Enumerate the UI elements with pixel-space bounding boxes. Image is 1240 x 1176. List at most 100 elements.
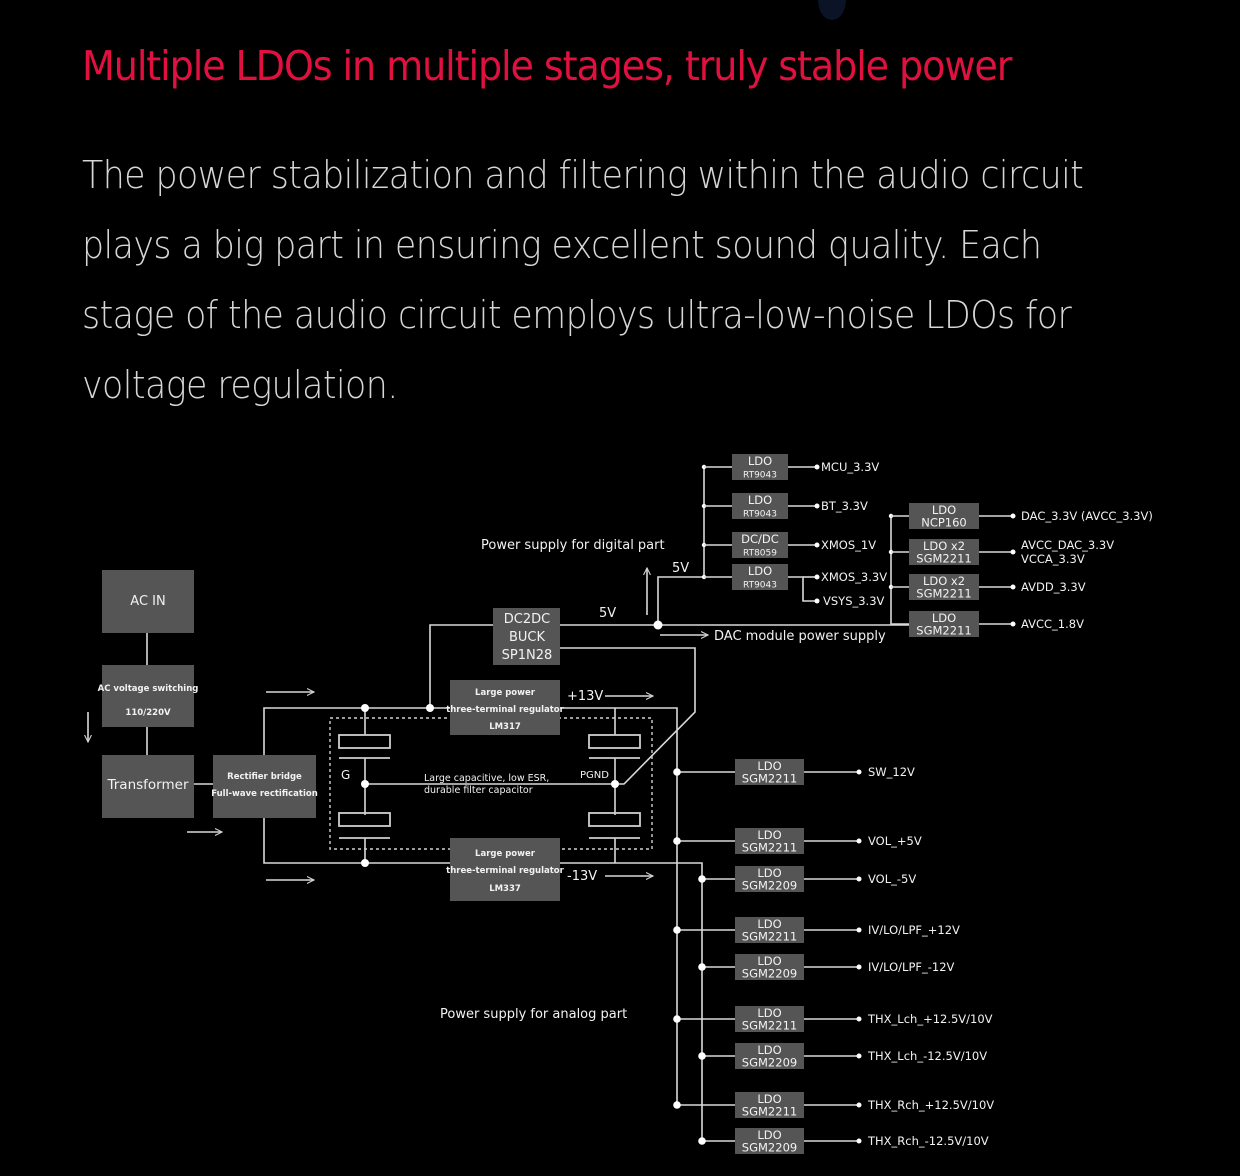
regulator-part: SGM2211 [916, 586, 971, 600]
dc2dc-part: SP1N28 [502, 648, 553, 663]
ac-in-label: AC IN [130, 594, 165, 609]
junctions [361, 464, 894, 867]
bus-junction [673, 837, 681, 845]
regulator-type: LDO x2 [923, 539, 965, 553]
regulator-box [735, 759, 804, 785]
regulator-part: SGM2211 [742, 840, 797, 854]
output-label: THX_Lch_+12.5V/10V [867, 1012, 993, 1026]
output-label: IV/LO/LPF_-12V [868, 960, 955, 974]
rectifier-label: Rectifier bridge [227, 772, 302, 782]
pgnd-label: PGND [580, 770, 609, 781]
regulator-block: LDO RT9043 [732, 493, 788, 519]
regulator-type: LDO [757, 1128, 781, 1142]
output-terminal [1010, 621, 1016, 627]
regulator-part: RT8059 [743, 548, 777, 558]
regulator-part: SGM2211 [742, 771, 797, 785]
regulator-box [909, 539, 979, 565]
regulator-type: LDO [757, 917, 781, 931]
regulator-block: DC/DC RT8059 [732, 532, 788, 558]
output-label: AVDD_3.3V [1021, 580, 1086, 594]
regulator-box [735, 1128, 804, 1154]
output-terminal [856, 1138, 862, 1144]
regulator-type: LDO [757, 759, 781, 773]
regulator-box [735, 866, 804, 892]
ground-label: G [341, 768, 350, 782]
capacitor-icon [588, 812, 641, 827]
dc2dc-label: BUCK [509, 630, 546, 645]
decorative-blob [818, 0, 846, 20]
regulator-type: LDO [757, 1006, 781, 1020]
rail-plus13v-label: +13V [567, 689, 603, 704]
regulator-type: LDO [757, 1043, 781, 1057]
rail-minus13v-label: -13V [567, 869, 597, 884]
regulator-box [909, 611, 979, 637]
output-terminal [856, 1102, 862, 1108]
output-terminal [814, 542, 820, 548]
dc2dc-block: DC2DC BUCK SP1N28 [493, 608, 560, 665]
regulator-part: NCP160 [921, 515, 967, 529]
rail-5v-label: 5V [672, 561, 689, 576]
ac-switch-voltage: 110/220V [125, 708, 171, 718]
page-title: Multiple LDOs in multiple stages, truly … [82, 42, 1012, 90]
regulator-type: DC/DC [741, 532, 779, 546]
regulator-type: LDO [757, 1092, 781, 1106]
description: The power stabilization and filtering wi… [82, 140, 1162, 420]
flow-arrows [88, 568, 708, 880]
ac-switch-block: AC voltage switching 110/220V [98, 665, 199, 727]
regulator-type: LDO [748, 564, 772, 578]
output-label: VOL_+5V [868, 834, 922, 848]
description-line: The power stabilization and filtering wi… [82, 153, 1084, 197]
description-line: stage of the audio circuit employs ultra… [82, 293, 1072, 337]
digital-regulators: LDORT9043MCU_3.3VLDORT9043BT_3.3VDC/DCRT… [704, 454, 887, 608]
output-terminal [856, 927, 862, 933]
output-terminal [856, 838, 862, 844]
capacitor-icon [338, 734, 391, 749]
transformer-block: Transformer [102, 755, 194, 818]
regulator-part: RT9043 [743, 509, 777, 519]
output-terminal [1010, 513, 1016, 519]
ac-in-block: AC IN [102, 570, 194, 633]
regulator-part: SGM2211 [916, 623, 971, 637]
regulator-part: SGM2211 [742, 1018, 797, 1032]
regulator-type: LDO [748, 493, 772, 507]
ac-switch-label: AC voltage switching [98, 684, 199, 694]
regulator-part: SGM2209 [742, 1055, 797, 1069]
output-terminal [1010, 584, 1016, 590]
regulator-part: LM317 [489, 722, 521, 732]
output-terminal [814, 574, 820, 580]
regulator-type: LDO x2 [923, 574, 965, 588]
dac-module-label: DAC module power supply [714, 629, 886, 644]
capacitor-icon [588, 734, 641, 749]
output-terminal [856, 1016, 862, 1022]
bus-junction [673, 768, 681, 776]
regulator-box [735, 1043, 804, 1069]
bus-junction [673, 1015, 681, 1023]
rail-5v-label: 5V [599, 606, 616, 621]
bus-junction [698, 963, 706, 971]
regulator-label: Large power [475, 688, 536, 698]
regulator-box [909, 503, 979, 529]
lm337-block: Large power three-terminal regulator LM3… [446, 838, 565, 901]
bus-junction [673, 1101, 681, 1109]
regulator-box [909, 574, 979, 600]
output-label: MCU_3.3V [821, 460, 879, 474]
regulator-part: SGM2211 [916, 551, 971, 565]
regulator-type: LDO [932, 611, 956, 625]
output-label: IV/LO/LPF_+12V [868, 923, 960, 937]
regulator-type: LDO [757, 828, 781, 842]
regulator-box [735, 828, 804, 854]
regulator-part: SGM2211 [742, 1104, 797, 1118]
output-label: VOL_-5V [868, 872, 916, 886]
dc2dc-label: DC2DC [504, 612, 550, 627]
regulator-part: RT9043 [743, 470, 777, 480]
output-label: AVCC_1.8V [1021, 617, 1084, 631]
